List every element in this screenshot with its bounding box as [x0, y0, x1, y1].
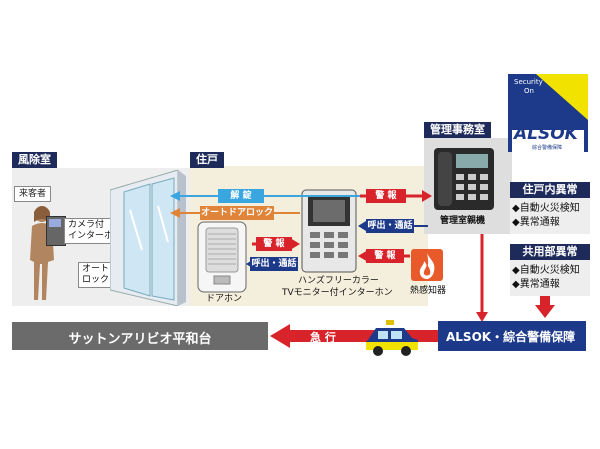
management-header: 管理事務室 — [424, 122, 491, 138]
common-abnormal-item-1: ◆自動火災検知 — [512, 265, 580, 276]
emergency-tag: 急 行 — [310, 331, 336, 344]
common-abnormal-item-2: ◆異常通報 — [512, 279, 560, 290]
dwelling-abnormal-title: 住戸内異常 — [510, 182, 590, 198]
alsok-logo-security: Security — [514, 78, 543, 86]
door-phone-label: ドアホン — [206, 294, 243, 304]
building-banner — [12, 322, 268, 350]
common-abnormal-panel — [510, 260, 590, 296]
alsok-logo-sub: 綜合警備保障 — [532, 145, 563, 151]
alarm-tag-doorphone: 警 報 — [256, 237, 292, 251]
alarm-tag-master: 警 報 — [366, 189, 406, 203]
auto-door — [110, 170, 186, 306]
alsok-logo — [508, 74, 588, 152]
dwelling-abnormal-item-1: ◆自動火災検知 — [512, 203, 580, 214]
master-phone-label: 管理室親機 — [440, 216, 486, 226]
camera-intercom-screen — [49, 219, 61, 227]
heat-detector-label: 熱感知器 — [410, 286, 447, 296]
dwelling-abnormal-panel — [510, 198, 590, 234]
building-name: サットンアリビオ平和台 — [68, 332, 212, 347]
handsfree-label-2: TVモニター付インターホン — [282, 288, 393, 298]
autolock-tag: オートドアロック — [200, 206, 274, 220]
common-abnormal-title: 共用部異常 — [510, 244, 590, 260]
handsfree-label-1: ハンズフリーカラー — [298, 276, 379, 286]
handsfree-intercom-device — [301, 189, 357, 273]
dwelling-header: 住戸 — [190, 152, 224, 168]
call-tag-master: 呼出・通話 — [366, 219, 414, 233]
call-tag-doorphone: 呼出・通話 — [250, 257, 298, 271]
unlock-tag: 解 錠 — [218, 189, 264, 203]
fire-icon — [411, 249, 443, 281]
windbreak-header: 風除室 — [12, 152, 57, 168]
visitor-label: 来客者 — [14, 186, 52, 202]
alsok-logo-brand: ALSOK — [514, 124, 578, 144]
door-phone-device — [197, 221, 247, 293]
master-phone-device — [434, 148, 494, 210]
alsok-logo-on: On — [524, 87, 534, 95]
patrol-car-icon — [366, 320, 418, 356]
alarm-tag-heat: 警 報 — [366, 249, 404, 263]
alsok-banner-text: ALSOK・綜合警備保障 — [446, 330, 576, 344]
dwelling-abnormal-item-2: ◆異常通報 — [512, 217, 560, 228]
alsok-banner — [438, 321, 586, 351]
